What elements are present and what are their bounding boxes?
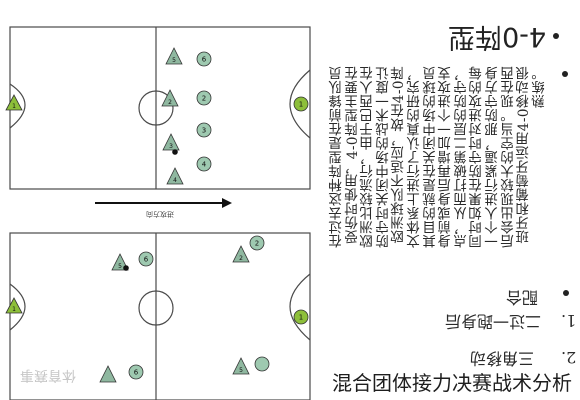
bottom-pitch-left-arc [9,283,26,331]
player-circle [249,235,265,251]
player-triangle [5,94,23,111]
player-circle [196,51,212,67]
top-pitch [9,26,311,190]
tactics-diagrams: 1 1 5 6 2 2 3 3 4 4 进攻方向 [5,26,311,400]
player-number: 3 [169,143,173,150]
player-triangle [165,47,183,65]
player-number: 6 [202,56,207,64]
bottom-pitch-players: 1 1 5 6 2 2 6 5 [5,235,309,383]
bottom-pitch [9,232,311,400]
player-number: 2 [168,99,172,106]
player-triangle [5,297,23,314]
player-circle [293,96,309,112]
list-item-label: 配合 [506,288,539,307]
bottom-pitch-right-arc [289,273,311,341]
ball [172,149,178,155]
top-pitch-right-arc [289,69,311,139]
top-pitch-players: 1 1 5 6 2 2 3 3 4 4 [5,47,309,185]
player-circle [254,356,270,372]
player-triangle [161,89,179,107]
paragraph-column: 文体系上进行了认真的研究， [407,66,423,248]
player-triangle [99,365,117,383]
player-triangle [166,167,184,185]
ball [123,265,129,271]
player-circle [138,251,154,267]
paragraph-column: 点，从而打破第二层的防守， [453,66,470,248]
player-triangle [162,133,180,151]
player-number: 1 [299,314,303,322]
top-pitch-border [9,26,311,190]
paragraph-column: 熟练。 [531,66,548,108]
player-circle [196,156,212,172]
player-number: 2 [239,255,243,262]
top-pitch-left-arc [9,83,26,129]
player-triangle [232,357,250,375]
player-number: 3 [202,127,206,135]
paragraph-column: 在过去这种阵型是在前锋队员 [329,66,345,248]
list-item-label: 二过一跑身后 [445,312,542,331]
paragraph-column: 防守时关闭中场的战术一度让 [375,66,392,248]
paragraph-column: 班牙和葡萄牙运用4-0移动很 [516,66,533,244]
paragraph-column: 身前或身后再增加一个进攻支 [438,66,455,248]
caption: 混合团体接力决赛战术分析 [330,367,574,396]
paragraph-column: 受伤时使用，4-0阵型主要在 [344,66,361,244]
player-number: 5 [172,57,176,64]
player-number: 2 [255,240,259,248]
player-number: 5 [118,263,122,270]
bottom-pitch-center-circle [138,290,174,326]
player-circle [293,309,309,325]
player-number: 1 [12,103,16,110]
paragraph-bullet [562,71,568,77]
player-number: 4 [173,177,177,184]
paragraph-column: 欧洲球队不适应，故在4-0阵 [391,66,408,244]
page-heading: 4-0阵型 [448,21,547,52]
player-number: 1 [299,101,303,109]
list-item-marker: 2. [561,348,577,367]
list-item-marker: 1. [561,311,577,330]
player-triangle [111,253,129,271]
bottom-pitch-border [9,232,311,400]
player-number: 1 [12,306,16,313]
paragraph-column: 同时如果在防守时对进攻的每 [469,66,486,248]
list-bullet [563,290,569,296]
top-pitch-center-circle [138,90,174,126]
heading-bullet [553,33,559,39]
player-number: 6 [134,369,139,377]
paragraph-column: 欧洲比较流行，由于巴西人在 [360,66,377,248]
player-number: 4 [202,161,207,169]
player-circle [196,122,212,138]
player-triangle [232,245,250,263]
paragraph-column: 一个人进行紧逼，那防守方身 [485,66,501,248]
player-number: 5 [239,367,243,374]
player-circle [128,364,144,380]
paragraph-column: 后会出现较大的空当。现在西 [500,66,517,248]
player-circle [196,90,212,106]
attack-direction-arrow: 进攻方向 [95,198,232,219]
watermark: 体育赛事 [20,367,76,383]
player-number: 2 [202,95,206,103]
player-number: 6 [144,256,149,264]
paragraph-column: 其目的就是在关闭中场的球员 [422,66,439,248]
arrow-label: 进攻方向 [146,210,174,219]
